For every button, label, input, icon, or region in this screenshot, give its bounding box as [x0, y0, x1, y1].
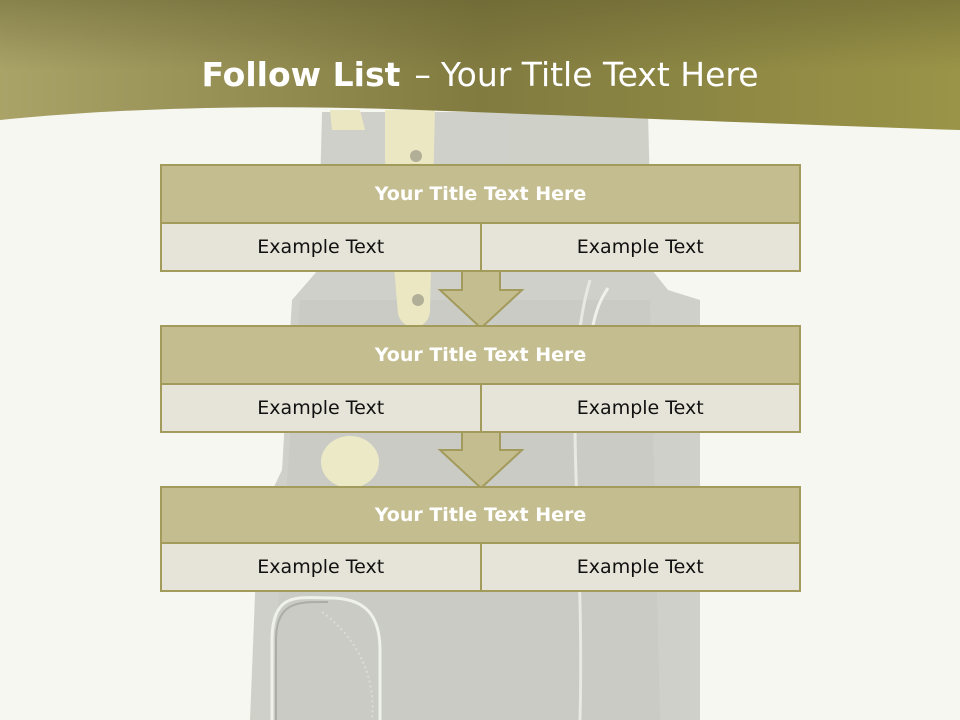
step-cell-left: Example Text	[257, 556, 385, 578]
step-block-2: Your Title Text Here Example Text Exampl…	[160, 325, 801, 433]
slide-title: Follow List–Your Title Text Here	[0, 52, 960, 98]
title-bold: Follow List	[201, 55, 401, 94]
step-cell-left: Example Text	[257, 397, 385, 419]
step-block-3: Your Title Text Here Example Text Exampl…	[160, 486, 801, 592]
title-separator: –	[414, 55, 431, 94]
step-title: Your Title Text Here	[162, 166, 799, 224]
step-title: Your Title Text Here	[162, 327, 799, 385]
step-title: Your Title Text Here	[162, 488, 799, 544]
step-cell-right: Example Text	[479, 544, 800, 590]
step-cell-left: Example Text	[257, 236, 385, 258]
step-cell-right: Example Text	[479, 385, 800, 431]
step-block-1: Your Title Text Here Example Text Exampl…	[160, 164, 801, 272]
title-rest: Your Title Text Here	[440, 55, 759, 94]
step-cell-right: Example Text	[479, 224, 800, 270]
